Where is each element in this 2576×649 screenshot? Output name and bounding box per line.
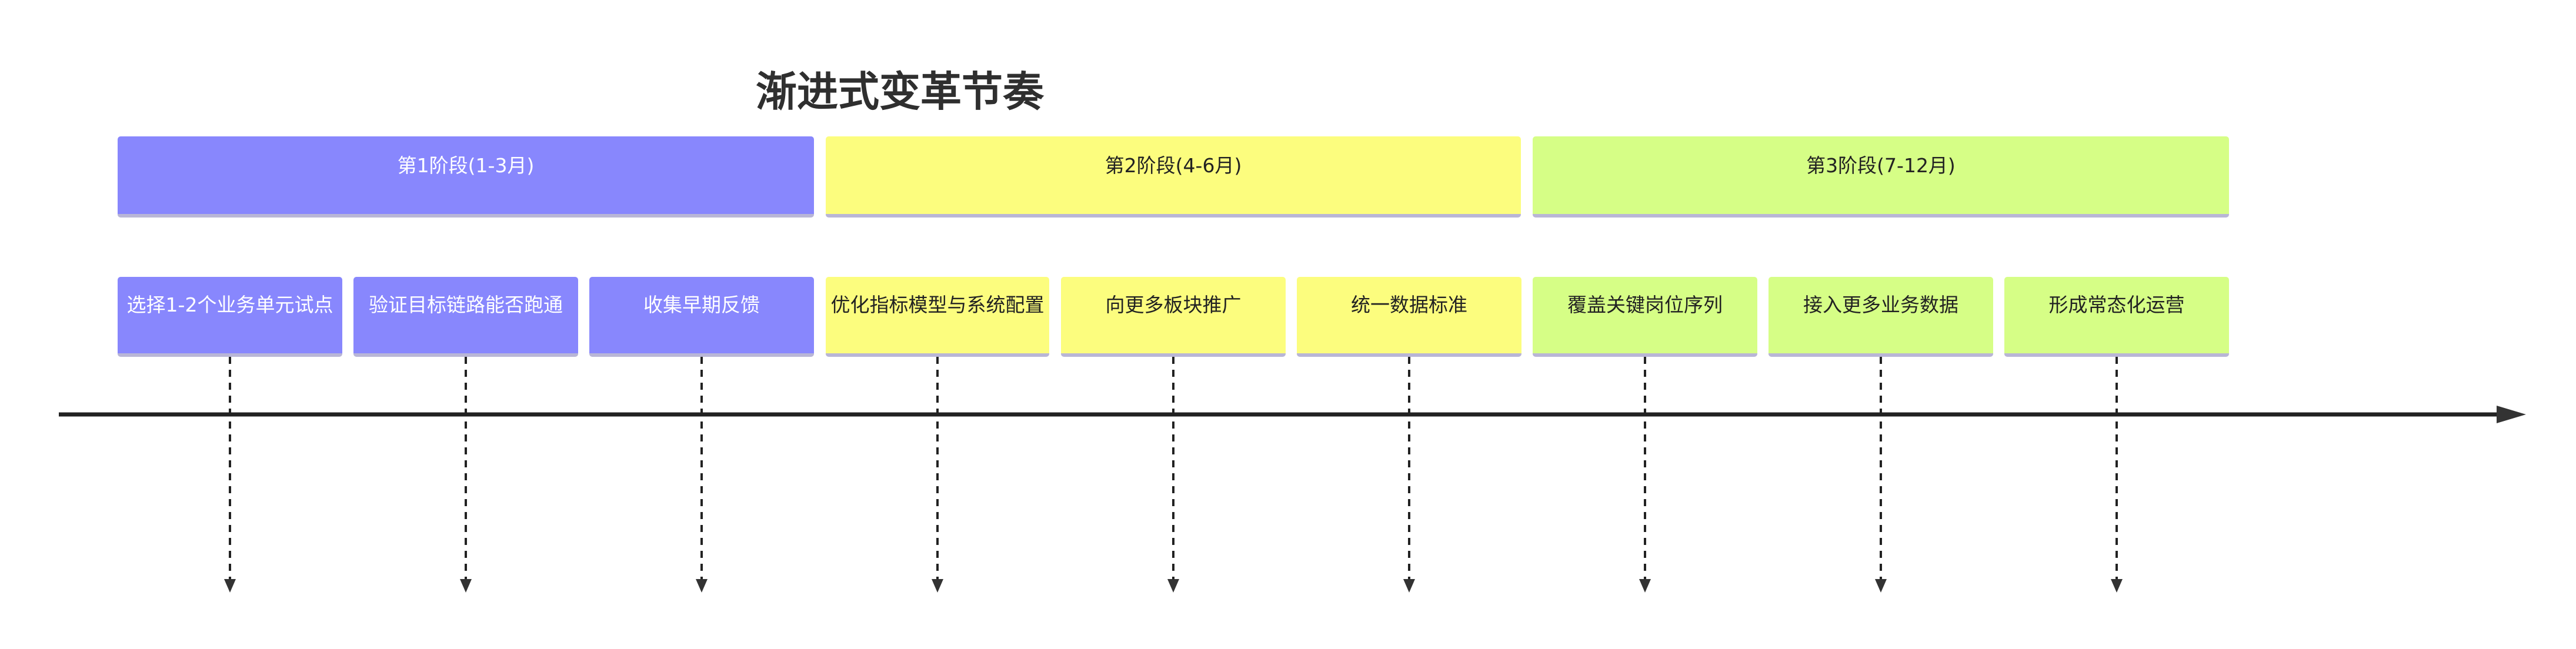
task-box-4: 优化指标模型与系统配置: [826, 277, 1049, 357]
connector-5: [1167, 357, 1179, 593]
task-label: 覆盖关键岗位序列: [1567, 293, 1723, 316]
task-label: 统一数据标准: [1351, 293, 1467, 316]
task-label: 接入更多业务数据: [1803, 293, 1958, 316]
task-label: 收集早期反馈: [643, 293, 760, 316]
task-box-9: 形成常态化运营: [2004, 277, 2229, 357]
phase-1-label: 第1阶段(1-3月): [397, 154, 535, 177]
task-label: 形成常态化运营: [2048, 293, 2185, 316]
task-label: 向更多板块推广: [1105, 293, 1242, 316]
phase-1-box: 第1阶段(1-3月): [118, 136, 814, 218]
task-box-7: 覆盖关键岗位序列: [1533, 277, 1757, 357]
task-box-2: 验证目标链路能否跑通: [353, 277, 578, 357]
task-label: 优化指标模型与系统配置: [830, 293, 1045, 316]
connector-8: [1875, 357, 1887, 593]
task-box-3: 收集早期反馈: [589, 277, 814, 357]
task-box-8: 接入更多业务数据: [1769, 277, 1993, 357]
connector-6: [1403, 357, 1415, 593]
task-box-5: 向更多板块推广: [1061, 277, 1286, 357]
phase-2-box: 第2阶段(4-6月): [826, 136, 1521, 218]
connector-9: [2111, 357, 2123, 593]
task-label: 验证目标链路能否跑通: [369, 293, 563, 316]
connector-2: [460, 357, 472, 593]
connector-3: [696, 357, 708, 593]
phase-3-label: 第3阶段(7-12月): [1806, 154, 1956, 177]
phase-2-label: 第2阶段(4-6月): [1105, 154, 1242, 177]
phase-3-box: 第3阶段(7-12月): [1533, 136, 2229, 218]
task-label: 选择1-2个业务单元试点: [126, 293, 333, 316]
diagram-title: 渐进式变革节奏: [756, 68, 1044, 116]
timeline-arrowhead: [2497, 406, 2526, 423]
connector-4: [932, 357, 943, 593]
task-box-1: 选择1-2个业务单元试点: [118, 277, 342, 357]
task-box-6: 统一数据标准: [1297, 277, 1521, 357]
connector-7: [1639, 357, 1651, 593]
connector-1: [224, 357, 236, 593]
